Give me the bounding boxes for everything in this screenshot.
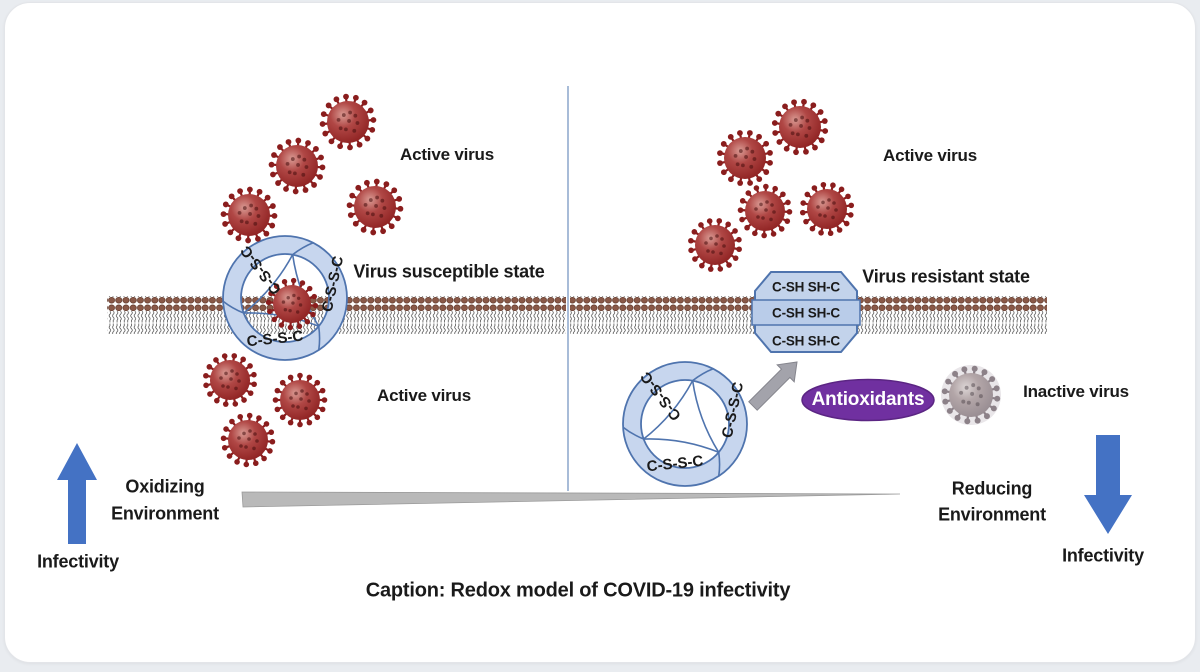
active-virus-icon xyxy=(220,412,276,468)
active-virus-icon xyxy=(688,218,742,272)
down-arrow-icon xyxy=(1084,435,1132,534)
active-virus-icon xyxy=(771,98,829,156)
active-virus-icon xyxy=(319,93,377,151)
gray-arrow-icon xyxy=(748,361,798,411)
up-arrow-icon xyxy=(57,443,97,544)
antioxidants-ellipse xyxy=(801,378,935,422)
active-virus-icon xyxy=(737,183,793,239)
balance-wedge-icon xyxy=(241,491,901,508)
inactive-virus-icon xyxy=(941,365,1001,425)
active-virus-icon xyxy=(346,178,404,236)
active-virus-icon xyxy=(203,353,257,407)
active-virus-icon xyxy=(268,137,326,195)
thiol-octagon-icon xyxy=(751,271,861,353)
active-virus-icon xyxy=(265,277,319,331)
active-virus-icon xyxy=(220,186,278,244)
membrane-icon xyxy=(107,296,1047,334)
active-virus-icon xyxy=(717,130,773,186)
disulfide-ring-right xyxy=(622,361,748,487)
active-virus-icon xyxy=(272,372,328,428)
active-virus-icon xyxy=(799,181,855,237)
